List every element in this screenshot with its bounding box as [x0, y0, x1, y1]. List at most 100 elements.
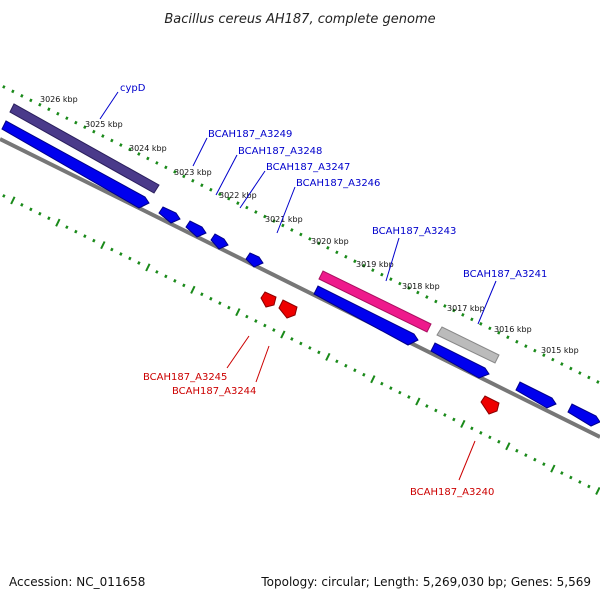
- gene-label-bcah187-a3244[interactable]: BCAH187_A3244: [172, 386, 256, 397]
- minor-tick: [155, 270, 159, 274]
- gene-label-bcah187-a3248[interactable]: BCAH187_A3248: [238, 146, 322, 157]
- minor-tick: [227, 305, 231, 310]
- minor-tick: [371, 268, 375, 273]
- major-tick: [505, 442, 511, 451]
- minor-tick: [425, 404, 429, 408]
- minor-tick: [164, 274, 168, 279]
- gene-label-bcah187-a3249[interactable]: BCAH187_A3249: [208, 129, 292, 140]
- minor-tick: [272, 328, 276, 332]
- cds-arrow-reverse: [260, 291, 277, 308]
- label-leader: [255, 345, 270, 383]
- minor-tick: [182, 174, 186, 179]
- minor-tick: [173, 278, 177, 283]
- label-leader: [477, 280, 497, 325]
- minor-tick: [317, 350, 321, 355]
- minor-tick: [38, 102, 42, 107]
- minor-tick: [560, 471, 564, 475]
- minor-tick: [290, 228, 294, 232]
- cds-arrow-reverse: [278, 299, 298, 319]
- minor-tick: [389, 277, 393, 282]
- gene-label-bcah187-a3246[interactable]: BCAH187_A3246: [296, 178, 380, 189]
- minor-tick: [146, 156, 150, 161]
- minor-tick: [407, 286, 411, 290]
- scale-label: 3015 kbp: [541, 346, 579, 355]
- minor-tick: [2, 194, 6, 198]
- label-leader: [458, 440, 476, 481]
- minor-tick: [209, 296, 213, 301]
- minor-tick: [11, 89, 15, 94]
- minor-tick: [326, 245, 330, 250]
- minor-tick: [425, 295, 429, 299]
- minor-tick: [47, 216, 51, 221]
- minor-tick: [542, 353, 546, 358]
- major-tick: [325, 352, 331, 361]
- cds-arrow: [158, 206, 181, 224]
- minor-tick: [443, 304, 447, 308]
- minor-tick: [101, 134, 105, 138]
- major-tick: [460, 419, 466, 428]
- minor-tick: [200, 183, 204, 188]
- gene-label-cypd[interactable]: cypD: [120, 83, 146, 94]
- major-tick: [100, 241, 106, 250]
- minor-tick: [560, 362, 564, 366]
- minor-tick: [308, 346, 312, 350]
- minor-tick: [353, 259, 357, 264]
- minor-tick: [20, 93, 24, 98]
- minor-tick: [83, 234, 87, 239]
- label-leader: [239, 170, 266, 209]
- label-leader: [385, 237, 400, 282]
- gene-label-bcah187-a3247[interactable]: BCAH187_A3247: [266, 162, 350, 173]
- minor-tick: [74, 229, 78, 234]
- minor-tick: [29, 98, 33, 103]
- major-tick: [415, 397, 421, 406]
- minor-tick: [137, 261, 141, 265]
- cds-arrow: [210, 233, 229, 250]
- minor-tick: [398, 281, 402, 286]
- major-tick: [550, 464, 556, 473]
- minor-tick: [596, 380, 600, 384]
- minor-tick: [344, 363, 348, 368]
- minor-tick: [29, 207, 33, 212]
- major-tick: [595, 486, 600, 495]
- scale-label: 3025 kbp: [85, 120, 123, 129]
- minor-tick: [452, 417, 456, 422]
- minor-tick: [137, 152, 141, 156]
- scale-label: 3026 kbp: [40, 95, 78, 104]
- scale-label: 3017 kbp: [447, 304, 485, 313]
- minor-tick: [416, 290, 420, 295]
- minor-tick: [587, 375, 591, 380]
- minor-tick: [65, 225, 69, 230]
- minor-tick: [119, 252, 123, 256]
- major-tick: [235, 308, 241, 317]
- minor-tick: [578, 371, 582, 375]
- minor-tick: [218, 192, 222, 197]
- minor-tick: [227, 196, 231, 201]
- minor-tick: [524, 344, 528, 349]
- minor-tick: [569, 475, 573, 480]
- minor-tick: [209, 187, 213, 192]
- cds-arrow-reverse: [480, 395, 500, 415]
- minor-tick: [443, 413, 447, 417]
- scale-label: 3022 kbp: [219, 191, 257, 200]
- minor-tick: [173, 169, 177, 174]
- minor-tick: [218, 301, 222, 306]
- a3243-feature-bar: [318, 270, 432, 333]
- gene-label-bcah187-a3241[interactable]: BCAH187_A3241: [463, 269, 547, 280]
- minor-tick: [92, 129, 96, 134]
- minor-tick: [65, 116, 69, 121]
- scale-label: 3021 kbp: [265, 215, 303, 224]
- minor-tick: [272, 219, 276, 223]
- accession-text: Accession: NC_011658: [9, 575, 145, 589]
- gene-label-bcah187-a3240[interactable]: BCAH187_A3240: [410, 487, 494, 498]
- gene-label-bcah187-a3245[interactable]: BCAH187_A3245: [143, 372, 227, 383]
- minor-tick: [515, 339, 519, 344]
- minor-tick: [83, 125, 87, 130]
- minor-tick: [335, 359, 339, 364]
- minor-tick: [407, 395, 411, 399]
- minor-tick: [191, 178, 195, 183]
- minor-tick: [155, 161, 159, 165]
- cds-arrow: [567, 403, 600, 427]
- scale-labels: 3026 kbp 3025 kbp 3024 kbp 3023 kbp 3022…: [40, 95, 579, 355]
- minor-tick: [164, 165, 168, 170]
- gene-label-bcah187-a3243[interactable]: BCAH187_A3243: [372, 226, 456, 237]
